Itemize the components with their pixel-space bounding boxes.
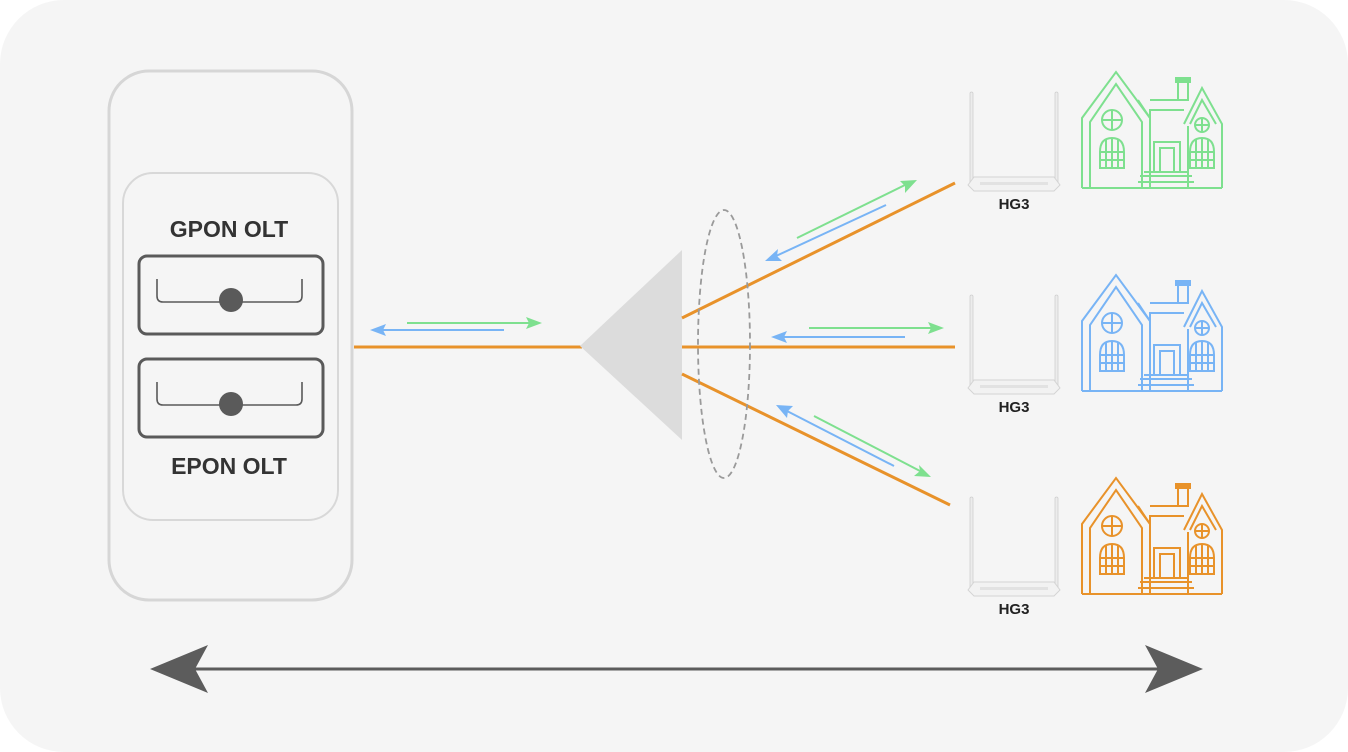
branch-1-upstream-arrow xyxy=(765,204,887,261)
branch-2-upstream-arrow xyxy=(771,331,905,343)
distance-double-arrow xyxy=(150,645,1203,693)
router-2: HG3 xyxy=(967,294,1061,416)
router-2-label: HG3 xyxy=(999,399,1030,416)
branch-fiber-3 xyxy=(681,372,951,507)
house-icon-1 xyxy=(1081,70,1223,189)
gpon-port-connector xyxy=(219,288,243,312)
branch-2-downstream-arrow xyxy=(809,322,944,334)
router-1: HG3 xyxy=(967,91,1061,213)
optical-splitter xyxy=(580,250,682,440)
branch-fiber-1 xyxy=(681,181,956,320)
branch-1-downstream-arrow xyxy=(796,180,917,239)
router-1-label: HG3 xyxy=(999,196,1030,213)
router-3-label: HG3 xyxy=(999,601,1030,618)
gpon-olt-label: GPON OLT xyxy=(170,216,288,242)
house-icon-2 xyxy=(1081,273,1223,392)
gpon-port xyxy=(137,254,325,336)
house-icon-3 xyxy=(1081,476,1223,595)
epon-port-connector xyxy=(219,392,243,416)
epon-port xyxy=(137,357,325,439)
splitter-dashed-ellipse xyxy=(697,209,751,479)
branch-3-downstream-arrow xyxy=(813,415,931,477)
epon-olt-label: EPON OLT xyxy=(171,453,287,479)
router-3: HG3 xyxy=(967,496,1061,618)
branch-3-upstream-arrow xyxy=(776,405,895,467)
feeder-upstream-arrow xyxy=(370,324,504,336)
feeder-downstream-arrow xyxy=(407,317,542,329)
